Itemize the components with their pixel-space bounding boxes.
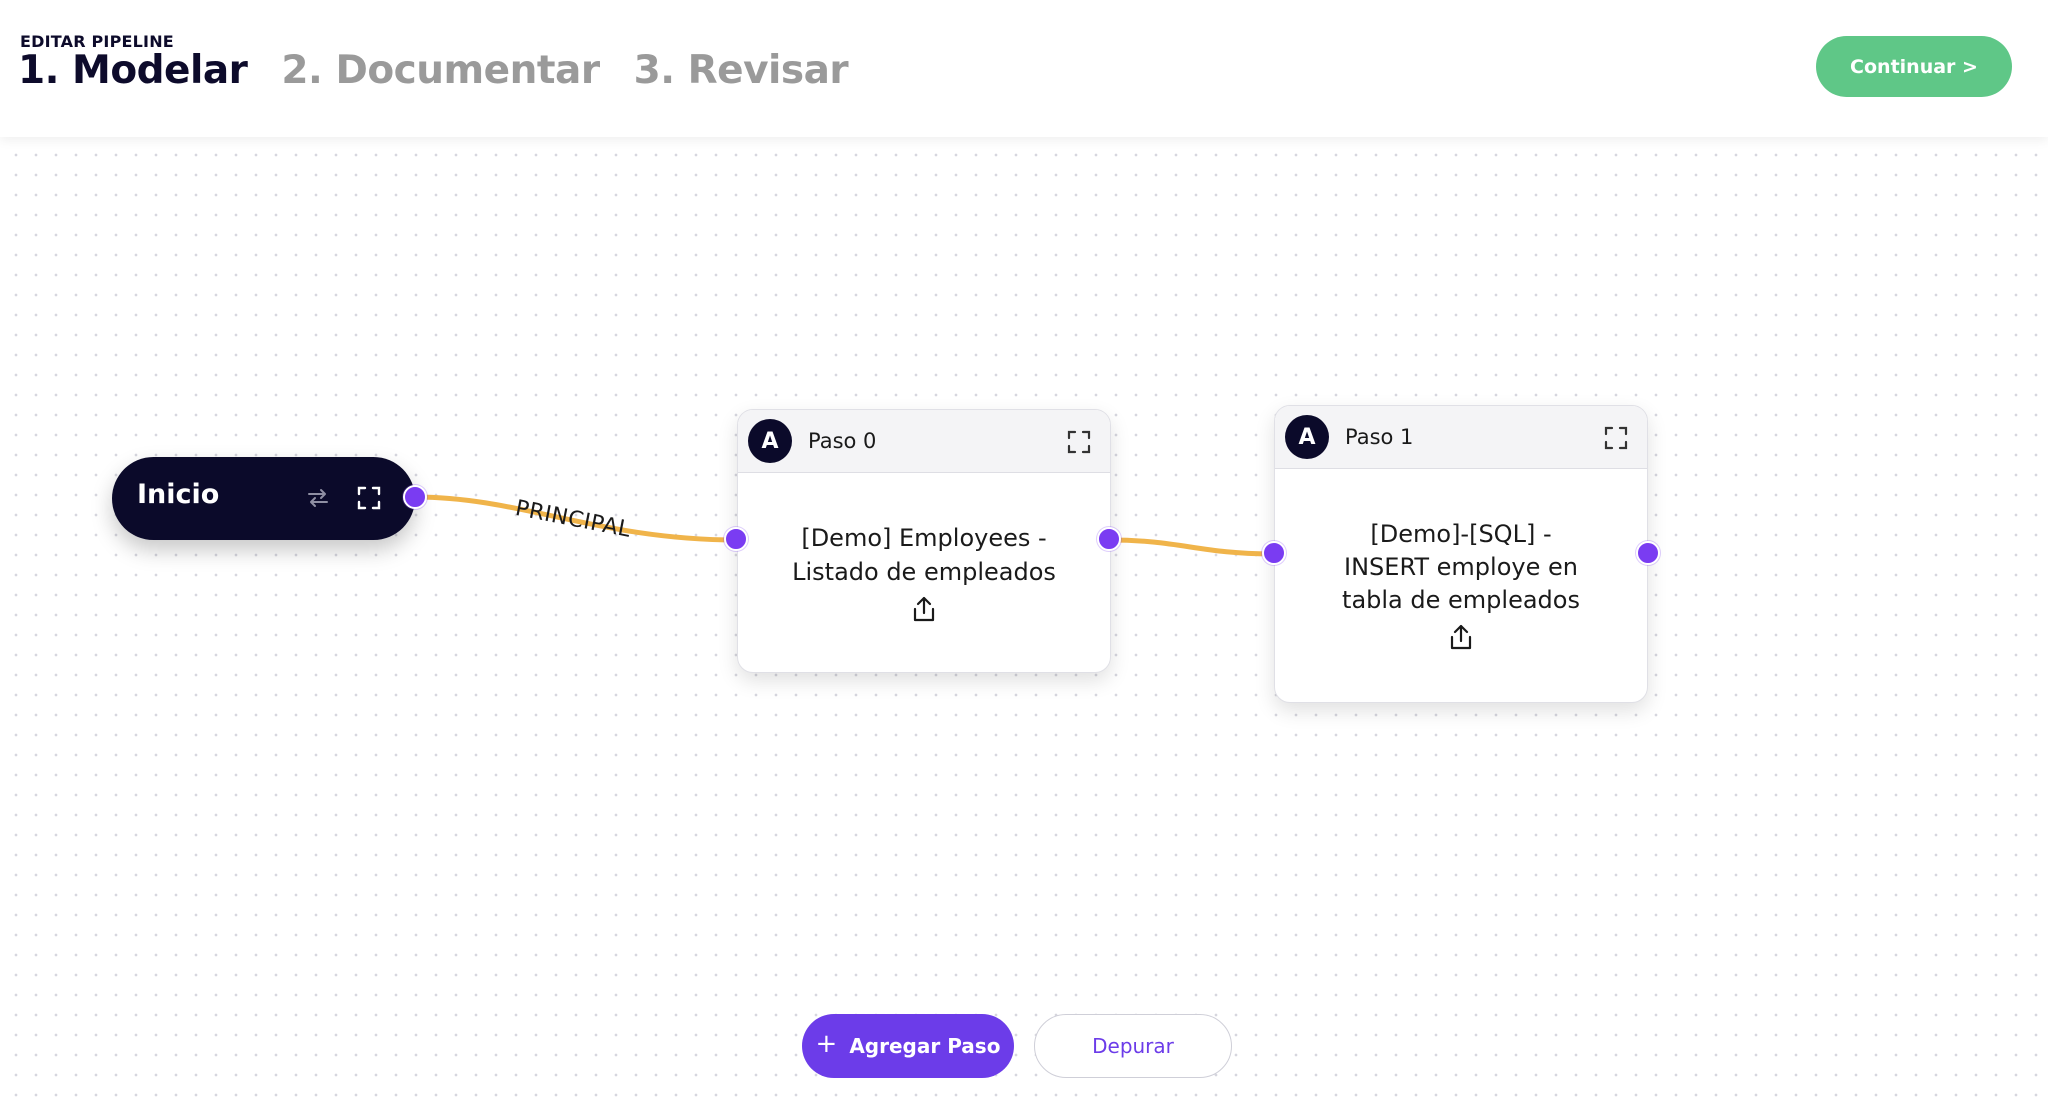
step-card-body: [Demo] Employees - Listado de empleados (738, 473, 1110, 623)
step-description-line: tabla de empleados (1342, 586, 1580, 614)
step-modelar[interactable]: 1. Modelar (18, 48, 248, 93)
edge-inicio-paso0[interactable] (413, 494, 740, 543)
continue-button[interactable]: Continuar > (1816, 36, 2012, 97)
step-0-input-port[interactable] (724, 527, 748, 551)
upload-icon[interactable] (1448, 623, 1474, 651)
plus-icon: + (815, 1029, 838, 1059)
upload-icon[interactable] (911, 595, 937, 623)
start-node-label: Inicio (137, 479, 220, 510)
step-1-input-port[interactable] (1262, 541, 1286, 565)
step-title: Paso 1 (1345, 425, 1414, 449)
step-title: Paso 0 (808, 429, 877, 453)
step-1-output-port[interactable] (1636, 541, 1660, 565)
step-card-paso-1[interactable]: A Paso 1 [Demo]-[SQL] - INSERT employe e… (1274, 405, 1648, 703)
expand-icon[interactable] (356, 485, 382, 511)
start-node-output-port[interactable] (403, 485, 427, 509)
step-description-line: Listado de empleados (792, 558, 1056, 586)
step-card-paso-0[interactable]: A Paso 0 [Demo] Employees - Listado de e… (737, 409, 1111, 673)
step-avatar: A (748, 419, 792, 463)
step-0-output-port[interactable] (1097, 527, 1121, 551)
page-eyebrow: EDITAR PIPELINE (20, 32, 174, 51)
add-step-button[interactable]: + Agregar Paso (802, 1014, 1014, 1078)
step-description-line: [Demo]-[SQL] - (1370, 520, 1552, 548)
step-documentar[interactable]: 2. Documentar (281, 48, 600, 93)
swap-arrows-icon[interactable] (305, 485, 331, 511)
expand-icon[interactable] (1603, 425, 1629, 451)
step-description-line: INSERT employe en (1344, 553, 1578, 581)
expand-icon[interactable] (1066, 429, 1092, 455)
add-step-label: Agregar Paso (849, 1034, 1001, 1058)
wizard-steps: 1. Modelar 2. Documentar 3. Revisar (18, 48, 849, 93)
step-card-body: [Demo]-[SQL] - INSERT employe en tabla d… (1275, 469, 1647, 651)
step-avatar: A (1285, 415, 1329, 459)
header: EDITAR PIPELINE 1. Modelar 2. Documentar… (0, 0, 2048, 137)
step-card-header: A Paso 0 (738, 410, 1110, 473)
step-card-header: A Paso 1 (1275, 406, 1647, 469)
edge-paso0-paso1[interactable] (1107, 537, 1277, 557)
debug-button[interactable]: Depurar (1034, 1014, 1232, 1078)
start-node[interactable]: Inicio (112, 457, 415, 540)
step-revisar[interactable]: 3. Revisar (633, 48, 849, 93)
step-description-line: [Demo] Employees - (801, 524, 1047, 552)
